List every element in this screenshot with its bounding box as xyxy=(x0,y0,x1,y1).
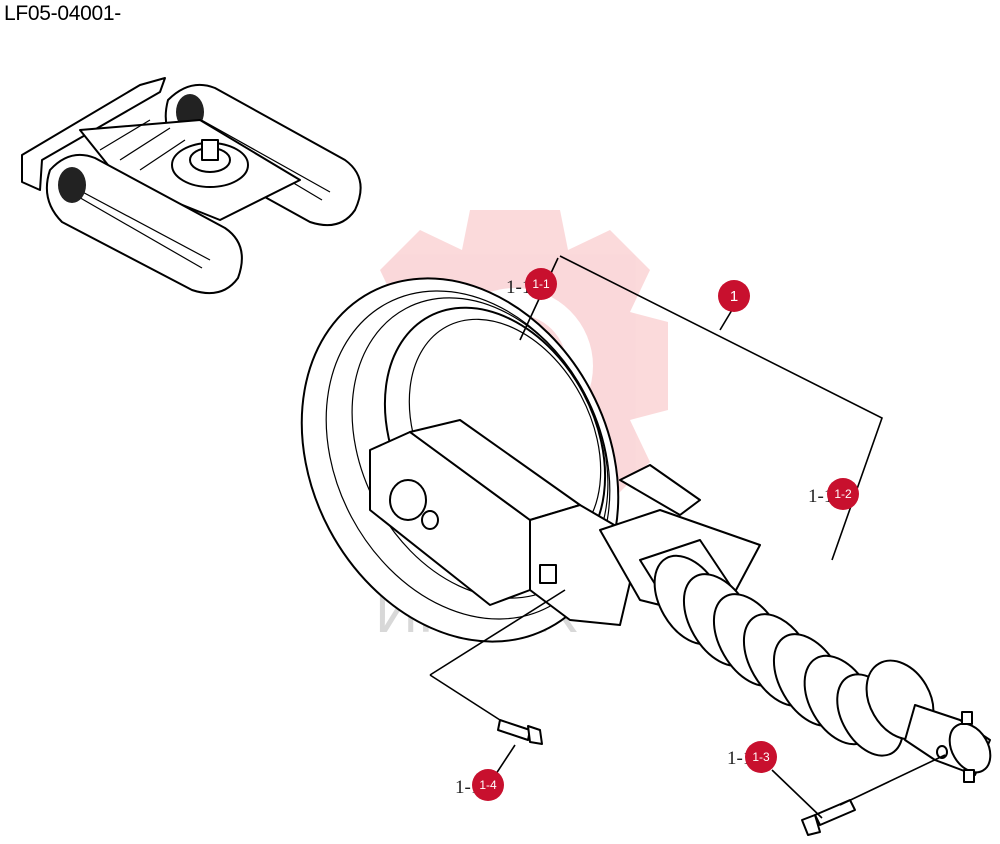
svg-text:1-4: 1-4 xyxy=(479,778,497,792)
bolt-1-4 xyxy=(497,719,543,745)
svg-text:1-2: 1-2 xyxy=(834,487,852,501)
callout-badge-1-1[interactable]: 1-1 xyxy=(525,268,557,300)
svg-text:1-3: 1-3 xyxy=(752,750,770,764)
callout-badge-1-3[interactable]: 1-3 xyxy=(745,741,777,773)
callout-badge-1[interactable]: 1 xyxy=(718,280,750,312)
recoil-spring xyxy=(639,539,992,783)
callout-badge-1-4[interactable]: 1-4 xyxy=(472,769,504,801)
svg-text:1: 1 xyxy=(730,288,738,305)
callout-badge-1-2[interactable]: 1-2 xyxy=(827,478,859,510)
document-code: LF05-04001- xyxy=(4,2,121,25)
bolt-1-3 xyxy=(801,799,856,836)
excavator-thumbnail xyxy=(21,77,362,294)
svg-text:1-1: 1-1 xyxy=(532,277,550,291)
